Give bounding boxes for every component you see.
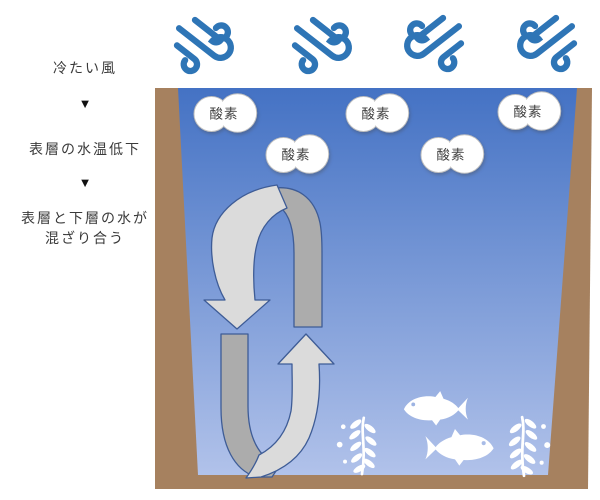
step-water-mixing: 表層と下層の水が 混ざり合う: [0, 208, 170, 248]
down-triangle-icon: ▼: [78, 175, 92, 190]
oxygen-label: 酸素: [437, 148, 466, 163]
step-water-mixing-line2: 混ざり合う: [45, 230, 125, 246]
circulation-arrows: [203, 184, 335, 479]
wind-icon: [517, 14, 578, 73]
wind-icon: [291, 16, 352, 75]
wind-icon: [404, 14, 465, 73]
seaweed-icon: [336, 416, 377, 476]
fish-icon: [425, 428, 494, 466]
circulation-arrow-up: [245, 333, 335, 479]
down-triangle-icon: ▼: [78, 96, 92, 111]
oxygen-bubble: 酸素: [193, 93, 258, 133]
wind-icon: [173, 16, 234, 75]
oxygen-label: 酸素: [514, 105, 543, 120]
step-water-mixing-line1: 表層と下層の水が: [21, 210, 149, 226]
circulation-arrow-down: [203, 184, 288, 330]
step-cold-wind: 冷たい風: [53, 60, 117, 76]
oxygen-label: 酸素: [362, 107, 391, 122]
oxygen-label: 酸素: [282, 148, 311, 163]
oxygen-bubble: 酸素: [420, 134, 485, 174]
oxygen-bubble: 酸素: [497, 91, 562, 131]
fish-icon: [403, 391, 468, 426]
oxygen-label: 酸素: [210, 107, 239, 122]
oxygen-bubble: 酸素: [265, 134, 330, 174]
seaweed-icon: [508, 415, 551, 478]
step-surface-cooling: 表層の水温低下: [29, 141, 141, 157]
process-steps-panel: 冷たい風 ▼ 表層の水温低下 ▼ 表層と下層の水が 混ざり合う: [0, 0, 170, 300]
oxygen-bubble: 酸素: [345, 93, 410, 133]
water-body: [178, 88, 577, 475]
